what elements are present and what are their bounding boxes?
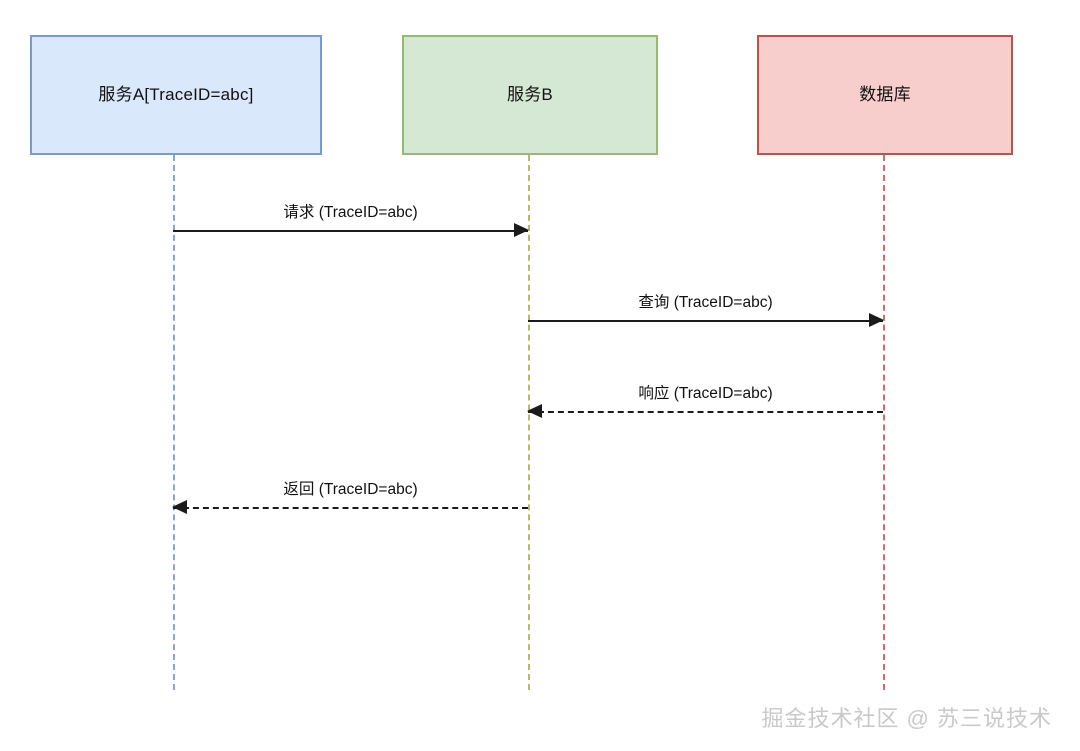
arrowhead-right-icon [514,223,529,237]
message-line-response [528,411,883,413]
message-line-request [173,230,528,232]
participant-box-database[interactable]: 数据库 [757,35,1013,155]
watermark-text: 掘金技术社区 @ 苏三说技术 [761,706,1052,731]
message-label-query: 查询 (TraceID=abc) [638,293,773,311]
participant-label-service-a: 服务A[TraceID=abc] [98,84,254,104]
message-label-response: 响应 (TraceID=abc) [638,384,773,402]
arrowhead-right-icon [869,313,884,327]
lifeline-service-b [528,155,530,690]
message-label-return: 返回 (TraceID=abc) [283,480,418,498]
lifeline-service-a [173,155,175,690]
lifeline-database [883,155,885,690]
arrowhead-left-icon [527,404,542,418]
participant-box-service-b[interactable]: 服务B [402,35,658,155]
participant-label-service-b: 服务B [507,84,553,104]
message-line-query [528,320,883,322]
message-line-return [173,507,528,509]
participant-label-database: 数据库 [859,84,911,104]
message-label-request: 请求 (TraceID=abc) [283,203,418,221]
arrowhead-left-icon [172,500,187,514]
participant-box-service-a[interactable]: 服务A[TraceID=abc] [30,35,322,155]
